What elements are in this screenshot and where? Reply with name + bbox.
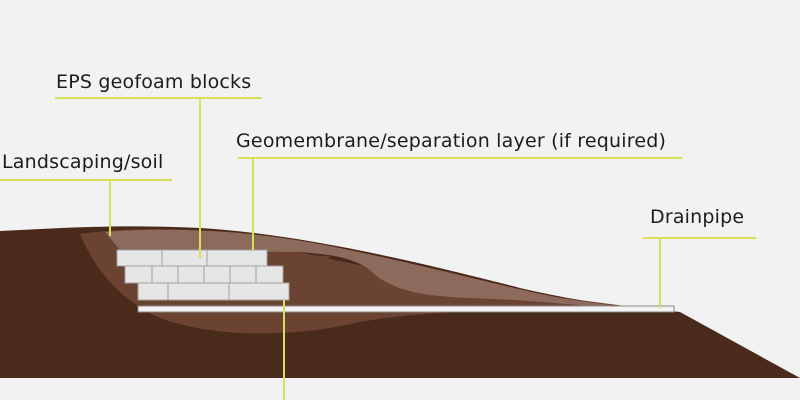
eps-block — [137, 282, 169, 301]
leader-lines — [0, 97, 756, 400]
eps-block — [167, 282, 230, 301]
eps-block — [124, 265, 153, 284]
drainpipe-shape — [137, 305, 675, 313]
drainpipe-label: Drainpipe — [650, 206, 745, 228]
eps-block — [116, 249, 163, 267]
geomembrane-label: Geomembrane/separation layer (if require… — [236, 130, 667, 152]
eps-block — [203, 265, 231, 284]
eps-block — [255, 265, 284, 284]
eps-block — [206, 249, 268, 267]
eps-block — [177, 265, 205, 284]
eps-block — [151, 265, 179, 284]
eps-block — [229, 265, 257, 284]
landscaping-label: Landscaping/soil — [2, 151, 164, 173]
eps-blocks-label: EPS geofoam blocks — [56, 71, 252, 93]
eps-block-stack — [116, 249, 290, 301]
eps-block — [228, 282, 290, 301]
